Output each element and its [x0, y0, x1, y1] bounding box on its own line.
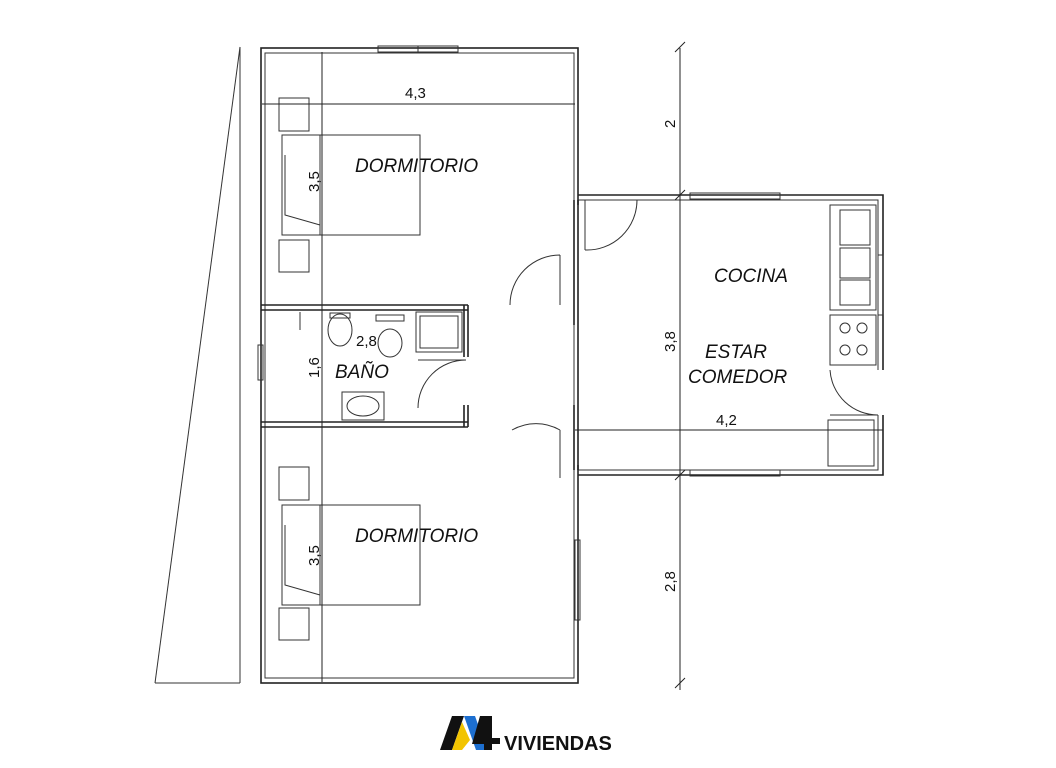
- room-label-bedroom-top: DORMITORIO: [355, 156, 478, 177]
- bed-top: [278, 97, 421, 273]
- dim-bathroom-depth: 1,6: [306, 357, 323, 378]
- dim-living-depth: 3,8: [662, 331, 679, 352]
- dim-living-width: 4,2: [716, 412, 737, 429]
- dim-bedroom-top-depth: 3,5: [306, 171, 323, 192]
- dim-bedroom-bottom-depth: 3,5: [306, 545, 323, 566]
- dim-right-top: 2: [662, 120, 679, 128]
- doors: [417, 199, 879, 478]
- walls: [260, 47, 888, 684]
- dim-right-bottom: 2,8: [662, 571, 679, 592]
- windows: [257, 45, 884, 621]
- bed-bottom: [278, 466, 421, 641]
- room-label-living-2: COMEDOR: [688, 367, 788, 388]
- dimension-lines: [262, 41, 883, 690]
- kitchen-fixtures: [827, 204, 877, 467]
- a4-logo-icon: [440, 716, 500, 750]
- room-label-living-1: ESTAR: [705, 342, 767, 363]
- room-label-bathroom: BAÑO: [335, 361, 389, 383]
- dim-bedroom-top-width: 4,3: [405, 85, 426, 102]
- dim-bathroom-width: 2,8: [356, 333, 377, 350]
- room-label-kitchen: COCINA: [714, 266, 788, 287]
- exterior-edge: [154, 46, 241, 684]
- bathroom-fixtures: [299, 311, 463, 421]
- room-label-bedroom-bottom: DORMITORIO: [355, 526, 478, 547]
- logo-text: VIVIENDAS: [504, 733, 612, 755]
